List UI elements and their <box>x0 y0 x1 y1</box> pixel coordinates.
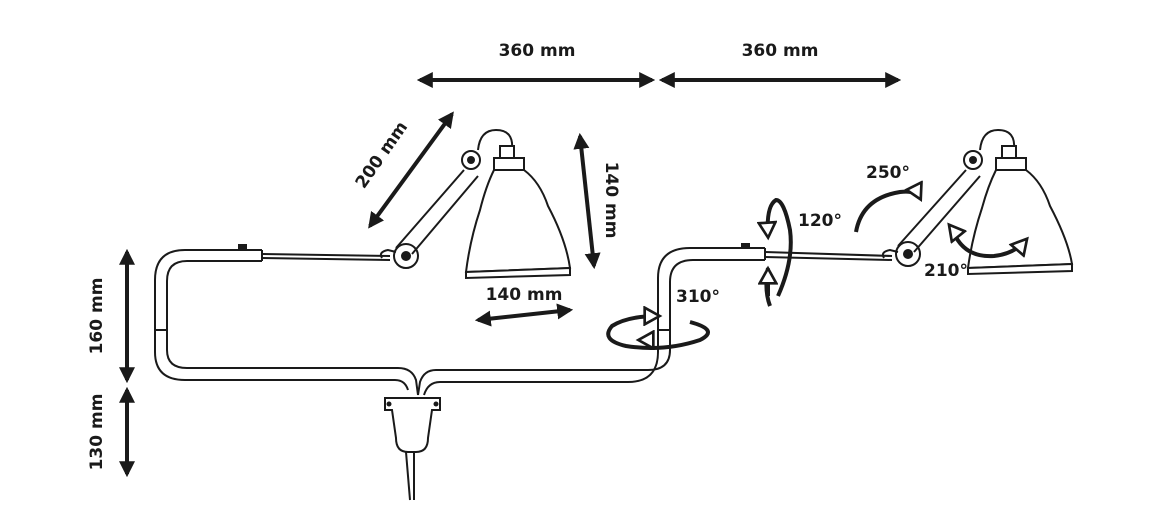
label-vertical-upper: 160 mm <box>87 278 107 355</box>
lamp-frame <box>154 243 766 396</box>
right-arm-tube-inner <box>417 259 765 396</box>
right-arm-tube <box>423 247 765 396</box>
label-base-swivel: 310° <box>676 287 720 307</box>
dimension-arrows <box>119 72 902 478</box>
shade-height-arrow <box>573 132 601 270</box>
label-arm-rotation: 120° <box>798 211 842 231</box>
left-lamp-head <box>261 128 572 280</box>
left-arm-tube-inner <box>166 260 419 396</box>
right-lamp-head <box>764 128 1074 276</box>
angle-labels: 310° 120° 250° 210° <box>676 163 968 307</box>
dimension-labels: 360 mm 360 mm 200 mm 140 mm 140 mm 160 m… <box>87 41 818 470</box>
label-shade-height: 140 mm <box>601 162 621 239</box>
head-tilt-arrow <box>854 192 920 233</box>
base-swivel-arrow <box>606 316 710 350</box>
rotation-arrows <box>606 192 1026 350</box>
label-shade-width: 140 mm <box>486 285 563 305</box>
left-shade <box>464 169 572 274</box>
label-shade-rotation: 210° <box>924 261 968 281</box>
clamp-base <box>384 397 441 501</box>
left-arm-tube <box>154 249 409 391</box>
shade-width-arrow <box>474 303 574 327</box>
label-vertical-lower: 130 mm <box>87 394 107 471</box>
upper-arm-arrow <box>368 111 454 229</box>
right-shade <box>966 169 1074 270</box>
label-arm-left: 360 mm <box>499 41 576 61</box>
arm-rotation-arrow <box>768 197 793 297</box>
label-arm-right: 360 mm <box>742 41 819 61</box>
label-head-tilt: 250° <box>866 163 910 183</box>
